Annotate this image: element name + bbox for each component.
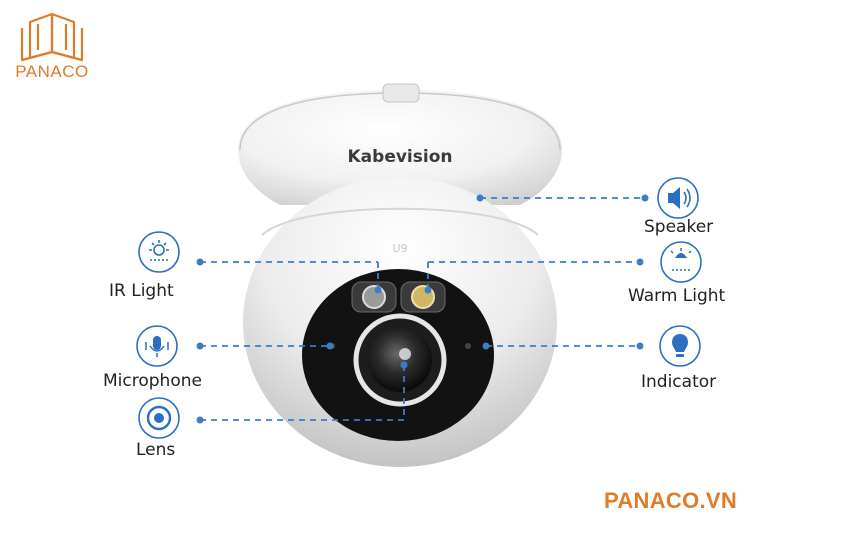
footer-brand: PANACO.VN [604,488,738,513]
speaker-icon [657,177,699,219]
ir-light-icon [138,231,180,273]
warm-light-icon [660,241,702,283]
lens-icon [138,397,180,439]
logo-text: PANACO [15,62,89,81]
warm-light-label: Warm Light [628,286,726,306]
ir-light-led [362,285,386,309]
callout-lines [200,197,645,421]
camera-body [238,83,562,467]
camera-lens [368,328,432,392]
callout-dots [196,194,649,424]
model-mark: U9 [392,242,407,255]
microphone-icon [136,325,178,367]
indicator-label: Indicator [641,372,717,392]
panaco-logo-icon [20,12,84,62]
ir-light-label: IR Light [109,281,174,301]
bulb-icon [659,325,701,367]
camera-brand-text: Kabevision [348,147,453,167]
speaker-label: Speaker [644,217,714,237]
lens-label: Lens [136,440,176,460]
microphone-label: Microphone [103,371,202,391]
